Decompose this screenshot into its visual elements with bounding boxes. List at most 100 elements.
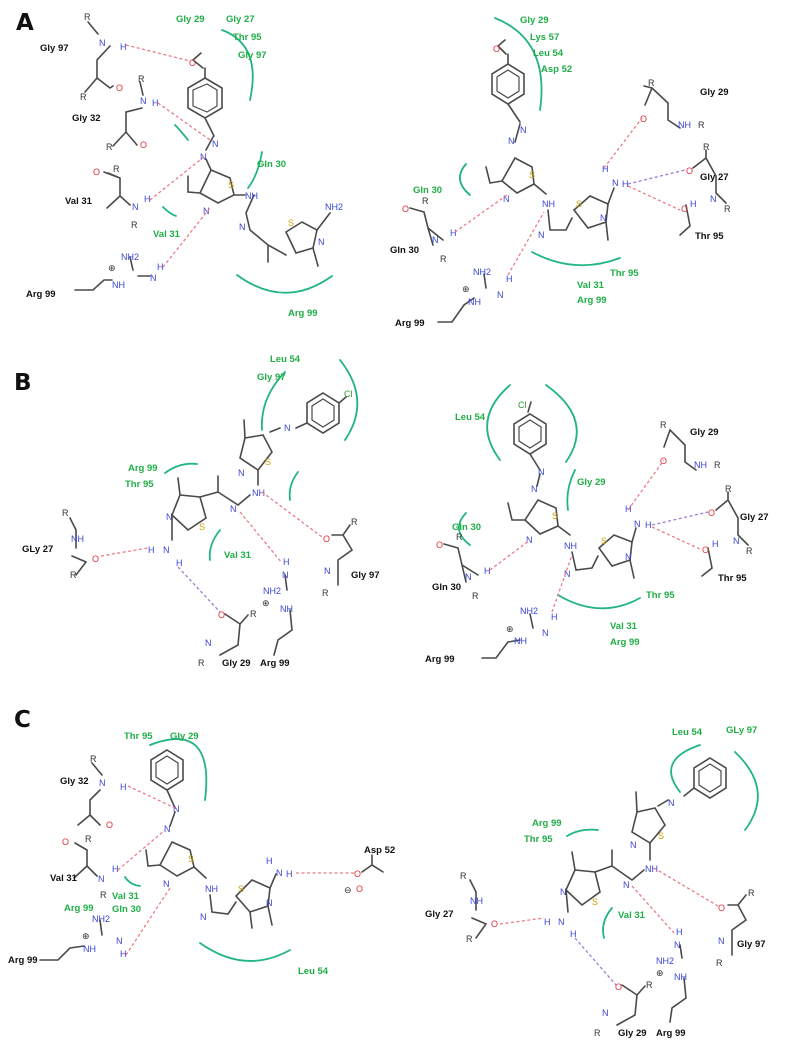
nh-atom: NH	[514, 636, 527, 646]
sulfur-atom: S	[658, 831, 664, 841]
interaction-residue-label: Val 31	[153, 229, 181, 240]
amine-bond	[565, 889, 569, 913]
r-atom: R	[106, 142, 113, 152]
hydrophobic-arc	[162, 206, 177, 217]
residue-label: Gln 30	[390, 245, 419, 256]
nitrogen-atom: N	[558, 917, 565, 927]
hydrazone-linker	[193, 866, 237, 915]
diagram-c-left: R N H O O R N H R NH2 NH N H ⊕ N N S N N…	[8, 731, 395, 977]
sulfur-atom: S	[592, 897, 598, 907]
thiazole-ring	[572, 195, 609, 229]
hydrophobic-arc	[566, 828, 599, 837]
gly97-backbone	[84, 21, 114, 93]
phenyl-ring-inner	[698, 763, 722, 793]
hydrophobic-arc	[566, 469, 576, 511]
residue-label: Gly 29	[222, 658, 251, 669]
chlorine-atom: Cl	[518, 400, 527, 410]
nitrogen-atom: N	[602, 1008, 609, 1018]
nh-atom: NH	[645, 864, 658, 874]
oxygen-atom: O	[718, 903, 725, 913]
nh-atom: NH	[678, 120, 691, 130]
r-atom: R	[250, 609, 257, 619]
phenyl-ring-inner	[155, 755, 179, 785]
diagram-a-right: O N N S N NH N S N H N H R O NH R R O N …	[390, 15, 731, 329]
residue-label: GLy 27	[22, 544, 53, 555]
thiazole-substituents	[187, 158, 212, 194]
chloro-bond	[527, 401, 532, 413]
nitrogen-atom: N	[733, 536, 740, 546]
hydrogen-bond	[239, 511, 283, 564]
residue-label: Gly 27	[700, 172, 729, 183]
r-atom: R	[113, 164, 120, 174]
panel-label-b: B	[14, 370, 32, 396]
sulfur-atom: S	[552, 511, 558, 521]
hydrophobic-arc	[339, 359, 359, 441]
oxygen-atom: O	[493, 44, 500, 54]
hydrophobic-arc	[288, 471, 299, 501]
hydrogen-bond	[162, 207, 211, 268]
thiazole-ring	[158, 840, 195, 877]
r-atom: R	[131, 220, 138, 230]
hydrogen-atom: H	[602, 164, 609, 174]
gly97-backbone	[727, 894, 748, 956]
arg99-sidechain	[39, 919, 103, 961]
nitrogen-atom: N	[612, 178, 619, 188]
nitrogen-atom: N	[432, 235, 439, 245]
r-atom: R	[716, 958, 723, 968]
phenyl-ring-inner	[518, 419, 542, 449]
nh-atom: NH	[280, 604, 293, 614]
thiazole-ring	[198, 168, 235, 204]
nitrogen-atom: N	[718, 936, 725, 946]
nh-atom: NH	[252, 488, 265, 498]
residue-label: Val 31	[50, 873, 78, 884]
interaction-residue-label: Val 31	[224, 550, 252, 561]
hydrogen-bond	[627, 459, 665, 511]
interaction-residue-label: Arg 99	[577, 295, 607, 306]
residue-label: Gly 29	[690, 427, 719, 438]
gly29-backbone	[643, 85, 681, 129]
nitrogen-atom: N	[318, 237, 325, 247]
hydrogen-bond	[627, 185, 681, 211]
residue-label: Gly 27	[425, 909, 454, 920]
thiazole-substituents	[145, 849, 161, 867]
panel-label-a: A	[16, 10, 34, 36]
thr95-sidechain	[701, 547, 713, 577]
r-atom: R	[84, 12, 91, 22]
hydrophobic-arc	[221, 29, 254, 101]
hydrogen-atom: H	[176, 558, 183, 568]
nitrogen-atom: N	[508, 136, 515, 146]
thiazole-substituents	[267, 212, 331, 267]
arg99-sidechain	[437, 273, 487, 323]
nitrogen-atom: N	[282, 570, 289, 580]
diagram-a-left: R N H O R R N H O R O R N H R NH2 NH N H…	[26, 12, 343, 319]
nitrogen-atom: N	[623, 880, 630, 890]
methoxy-bond	[496, 39, 509, 65]
thiazole-substituents	[249, 873, 277, 929]
residue-label: Arg 99	[8, 955, 38, 966]
thiazole-substituents	[243, 419, 246, 439]
nitrogen-atom: N	[284, 423, 291, 433]
phenyl-ring-inner	[496, 69, 520, 99]
nitrogen-atom: N	[99, 778, 106, 788]
phenyl-ring-inner	[192, 83, 218, 113]
oxygen-atom: O	[436, 540, 443, 550]
arg99-sidechain	[481, 613, 534, 659]
gly27-backbone	[692, 149, 727, 204]
nitrogen-atom: N	[324, 566, 331, 576]
thiazole-ring	[500, 156, 535, 194]
sulfur-atom: S	[265, 457, 271, 467]
interaction-residue-label: Gly 29	[176, 14, 205, 25]
r-atom: R	[100, 890, 107, 900]
gly27-backbone	[69, 517, 88, 576]
r-atom: R	[85, 834, 92, 844]
positive-charge-icon: ⊕	[656, 969, 664, 979]
residue-label: Gln 30	[432, 582, 461, 593]
interaction-residue-label: Asp 52	[541, 64, 572, 75]
hydrophobic-arc	[236, 274, 333, 294]
thiazole-ring	[171, 494, 207, 532]
nitrogen-atom: N	[560, 887, 567, 897]
hydrogen-atom: H	[506, 274, 513, 284]
sulfur-atom: S	[529, 170, 535, 180]
nitrogen-atom: N	[503, 194, 510, 204]
